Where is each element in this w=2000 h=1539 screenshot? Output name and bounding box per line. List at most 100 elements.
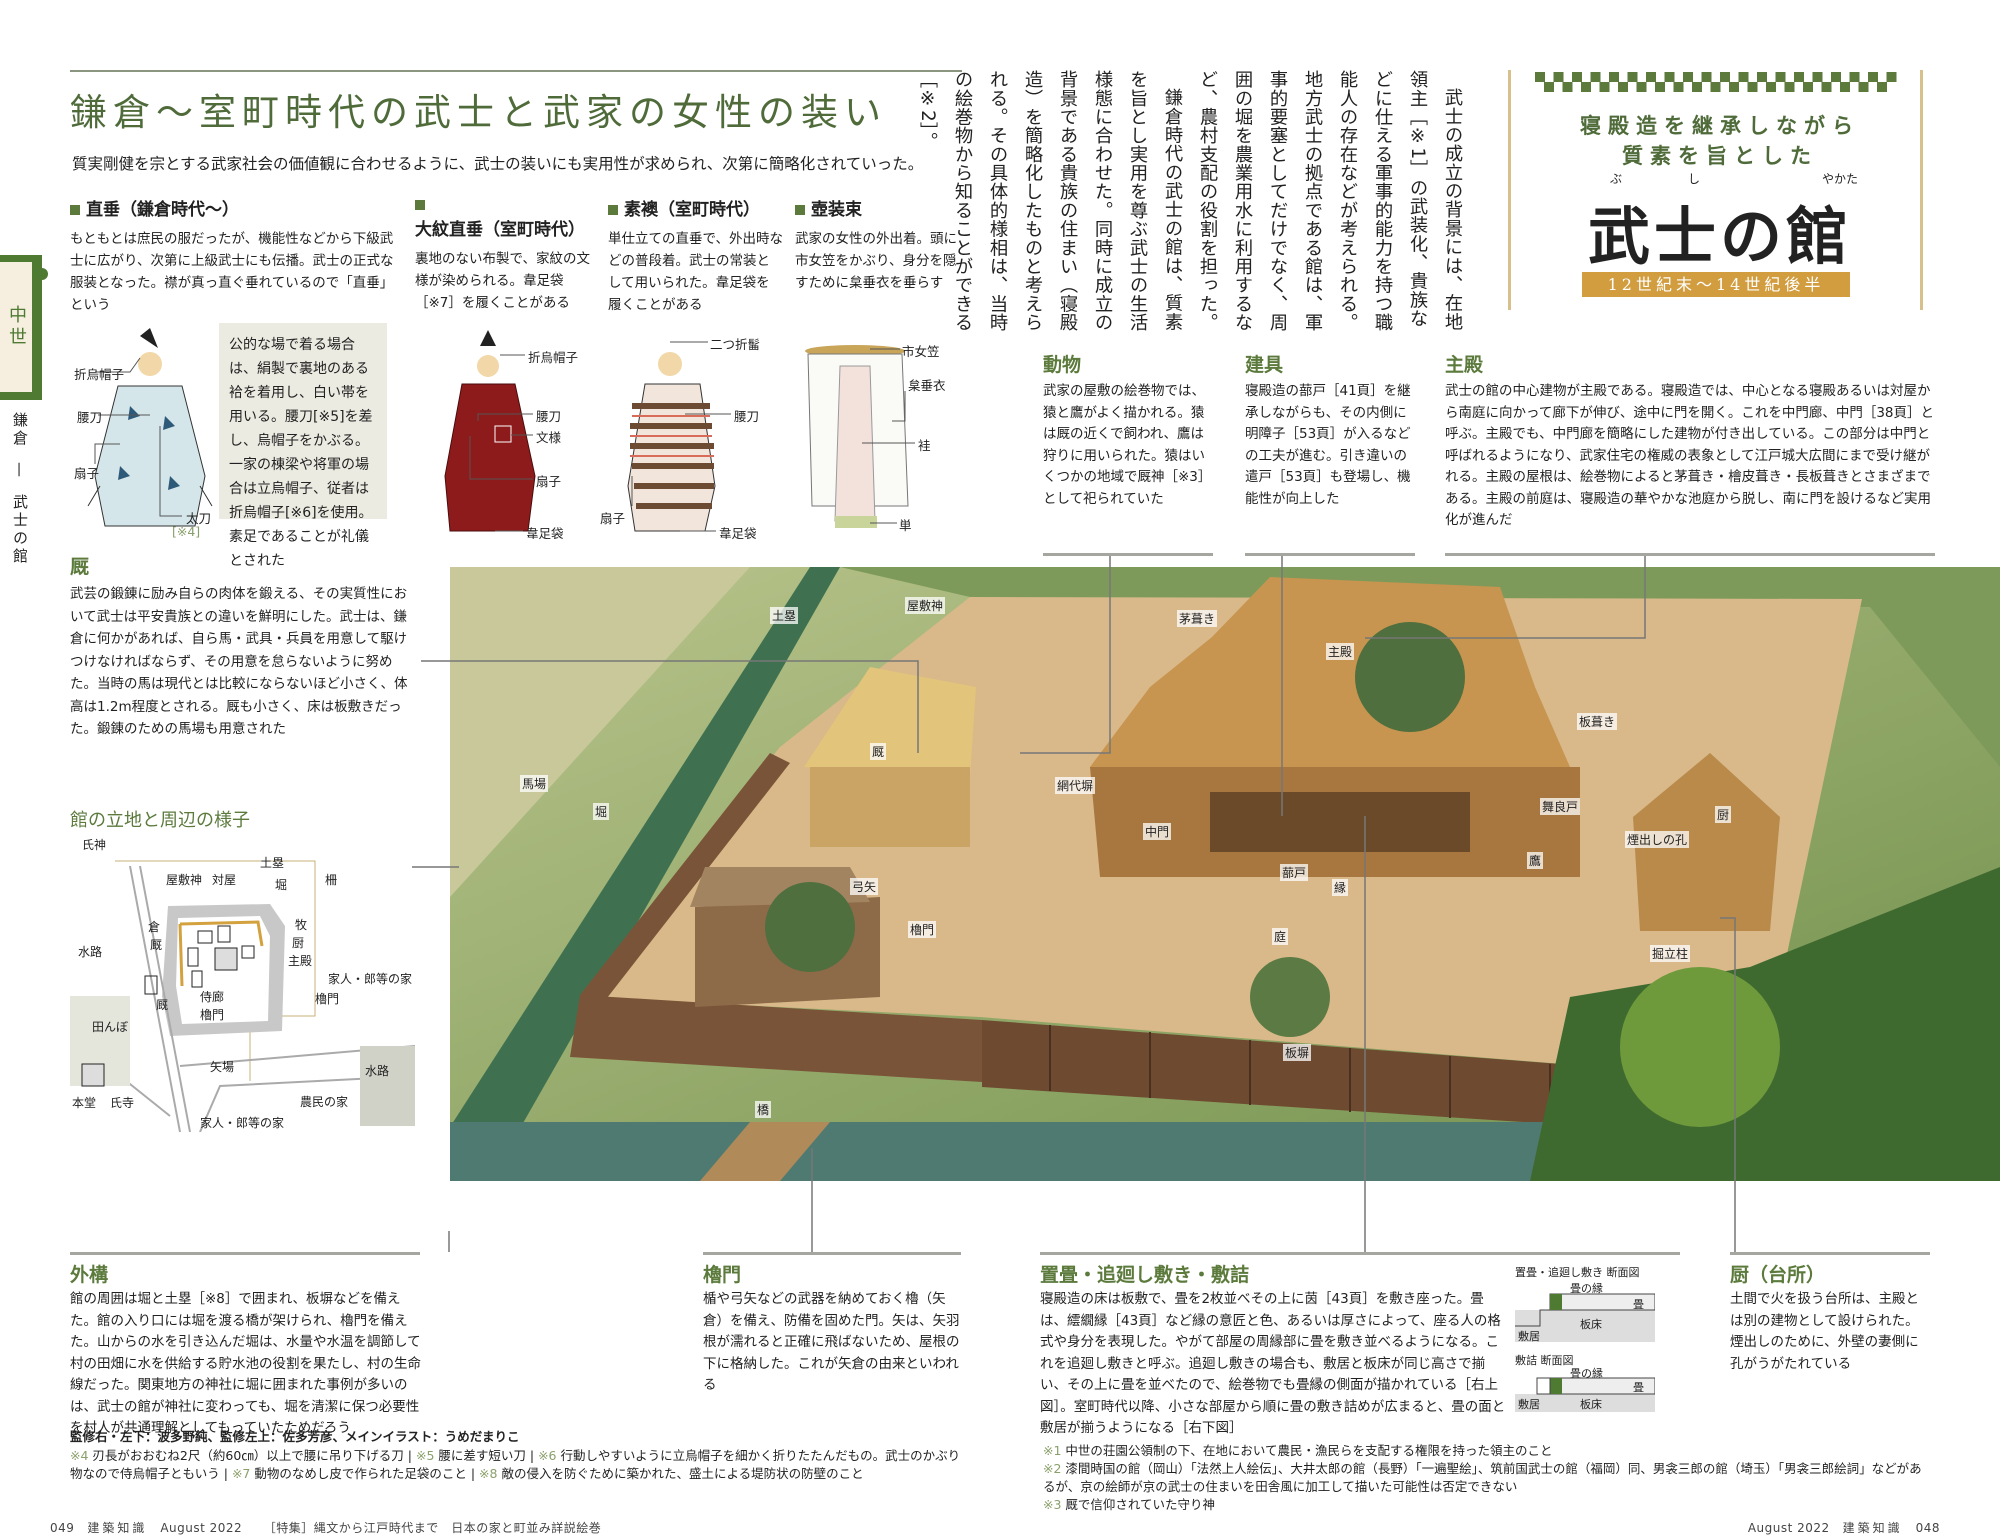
checker-square <box>1636 82 1647 92</box>
divider <box>1040 1252 1680 1255</box>
checker-square <box>1831 72 1841 82</box>
map-label-umaya: 厩 <box>150 938 163 952</box>
page-number: 048 <box>1915 1521 1940 1535</box>
note-fittings: 建具 寝殿造の蔀戸［41頁］を継承しながらも、その内側に明障子［53頁］が入るな… <box>1245 350 1415 510</box>
label-sensu: 扇子 <box>74 466 100 481</box>
footnote-text: 漆間時国の館（岡山）「法然上人絵伝」、大井太郎の館（長野）「一遍聖絵」、筑前国武… <box>1043 1461 1922 1494</box>
checker-square <box>1794 72 1804 82</box>
label-tatami-edge: 畳の縁 <box>1570 1367 1603 1380</box>
map-label-kenin-2: 家人・郎等の家 <box>200 1116 285 1130</box>
costume-suo: 素襖（室町時代） 単仕立ての直垂で、外出時などの普段着。武士の常装として用いられ… <box>608 195 783 316</box>
costume-desc: 単仕立ての直垂で、外出時などの普段着。武士の常装として用いられた。韋足袋を履くこ… <box>608 231 783 313</box>
map-title: 館の立地と周辺の様子 <box>70 810 250 831</box>
map-label-umaya-2: 厩 <box>156 998 169 1012</box>
note-heading: 外構 <box>70 1264 109 1286</box>
diagram-title: 置畳・追廻し敷き 断面図 <box>1515 1266 1640 1279</box>
label-yumiya: 弓矢 <box>850 878 879 895</box>
label-yaguramon: 櫓門 <box>908 921 937 938</box>
cross-section-drawing <box>1515 1293 1655 1342</box>
figure-tsubo <box>805 345 915 528</box>
hero-title: 武士の館 <box>1587 200 1852 273</box>
map-label-kuriya: 厨 <box>292 936 305 950</box>
main-illustration: 土塁 屋敷神 茅葺き 主殿 板葺き 厩 馬場 堀 網代塀 中門 舞良戸 厨 煙出… <box>450 567 2000 1181</box>
checker-square <box>1618 82 1628 92</box>
map-label-ujidera: 氏寺 <box>110 1096 135 1110</box>
note-text: 楯や弓矢などの武器を納めておく櫓（矢倉）を備え、防備を固めた門。矢は、矢羽根が濡… <box>703 1291 960 1393</box>
label-yashikigami: 屋敷神 <box>905 597 946 614</box>
bullet-square-icon <box>795 205 805 215</box>
note-heading: 動物 <box>1043 354 1082 376</box>
footnote-text: 厩で信仰されていた守り神 <box>1065 1497 1216 1512</box>
label-sensu: 扇子 <box>600 511 626 526</box>
label-sensu: 扇子 <box>536 474 562 489</box>
checker-square <box>1655 82 1665 92</box>
breadcrumb-chapter: 鎌倉 <box>11 412 29 448</box>
label-itabei: 板塀 <box>1283 1044 1312 1061</box>
checker-square <box>1599 82 1610 92</box>
checker-square <box>1710 82 1721 92</box>
checker-square <box>1683 72 1693 82</box>
cross-section-drawing <box>1515 1377 1655 1412</box>
checker-square <box>1784 82 1795 92</box>
label-koshigatana: 腰刀 <box>734 409 760 424</box>
label-niwa: 庭 <box>1272 928 1289 945</box>
footnote-mark: ※2 <box>1043 1461 1062 1476</box>
label-mushi-no-tareginu: 枲垂衣 <box>908 378 946 393</box>
costume-daimon: 大紋直垂（室町時代） 裏地のない布製で、家紋の文様が染められる。韋足袋［※7］を… <box>415 195 595 314</box>
note-kuriya: 厨（台所） 土間で火を扱う台所は、主殿とは別の建物として設けられた。煙出しのため… <box>1730 1260 1930 1375</box>
map-label-hondo: 本堂 <box>72 1096 97 1110</box>
heading-text: 素襖（室町時代） <box>624 200 760 220</box>
diagram-title: 敷詰 断面図 <box>1515 1354 1574 1367</box>
breadcrumb-topic: 武士の館 <box>11 493 29 566</box>
footnote: ※1 中世の荘園公領制の下、在地において農民・漁民らを支配する権限を持った領主の… <box>1043 1442 1933 1460</box>
note-text: 館の周囲は堀と土塁［※8］で囲まれ、板塀などを備えた。館の入り口には堀を渡る橋が… <box>70 1291 421 1436</box>
note-heading: 厨（台所） <box>1730 1264 1826 1286</box>
footnote-mark: ※3 <box>1043 1497 1062 1512</box>
chapter-tab-label: 中世 <box>0 262 32 392</box>
section-title: 鎌倉～室町時代の武士と武家の女性の装い <box>70 91 887 134</box>
label-kuriya: 厨 <box>1715 806 1732 823</box>
footnote-mark: ※4 <box>70 1448 89 1463</box>
checker-square <box>1868 72 1878 82</box>
label-kawatabi: 韋足袋 <box>719 526 757 541</box>
map-label-maki: 牧 <box>295 918 308 932</box>
costume-figures <box>87 328 915 532</box>
footnote-text: 敵の侵入を防ぐために築かれた、盛土による堤防状の防壁のこと <box>501 1466 864 1481</box>
magazine-logo: 建築知識 <box>87 1521 148 1535</box>
map-label-suiro-2: 水路 <box>365 1064 390 1078</box>
label-itadoko: 板床 <box>1580 1318 1602 1331</box>
note-text: 武家の屋敷の絵巻物では、猿と鷹がよく描かれる。猿は厩の近くで飼われ、鷹は狩りに用… <box>1043 383 1212 507</box>
footnote-text: 行動しやすいように立烏帽子を細かく折りたたんだもの。武士のかぶり物なので侍烏帽子… <box>70 1448 961 1481</box>
bullet-square-icon <box>70 205 80 215</box>
figure-hitatare <box>87 328 213 527</box>
costume-tsubo: 壺装束 武家の女性の外出着。頭に市女笠をかぶり、身分を隠すために枲垂衣を垂らす <box>795 195 965 294</box>
note-heading: 主殿 <box>1445 354 1484 376</box>
checker-square <box>1544 82 1554 92</box>
checker-square <box>1664 72 1675 82</box>
footnote-mark: ※1 <box>1043 1443 1062 1458</box>
note-yaguramon: 櫓門 楯や弓矢などの武器を納めておく櫓（矢倉）を備え、防備を固めた門。矢は、矢羽… <box>703 1260 961 1397</box>
map-label-shuden: 主殿 <box>288 954 313 968</box>
divider <box>70 1252 420 1255</box>
costume-desc: 武家の女性の外出着。頭に市女笠をかぶり、身分を隠すために枲垂衣を垂らす <box>795 231 957 291</box>
hitatare-note-box: 公的な場で着る場合は、絹製で裏地のある袷を着用し、白い帯を用いる。腰刀[※5]を… <box>219 323 387 569</box>
footnote-text: 動物のなめし皮で作られた足袋のこと <box>254 1466 467 1481</box>
label-koshigatana: 腰刀 <box>77 410 103 425</box>
label-dorui: 土塁 <box>770 607 799 624</box>
checker-square <box>1877 82 1887 92</box>
label-taka: 鷹 <box>1527 852 1544 869</box>
label-hottatebashira: 掘立柱 <box>1650 945 1691 962</box>
note-tatami: 置畳・追廻し敷き・敷詰 寝殿造の床は板敷で、畳を2枚並べその上に茵［43頁］を敷… <box>1040 1260 1510 1440</box>
checker-square <box>1849 72 1860 82</box>
intro-paragraph-1: 武士の成立の背景には、在地領主［※1］の武装化、貴族などに仕える軍事的能力を持つ… <box>1197 70 1463 332</box>
ruby-yakata: やかた <box>1822 172 1859 186</box>
costume-hitatare: 直垂（鎌倉時代～） もともとは庶民の服だったが、機能性などから下級武士に広がり、… <box>70 195 395 316</box>
label-ajirobei: 網代塀 <box>1055 777 1096 794</box>
checker-square <box>1581 82 1591 92</box>
label-en: 縁 <box>1332 879 1349 896</box>
issue-date: August 2022 <box>1747 1521 1830 1535</box>
label-monyo: 文様 <box>536 430 562 445</box>
footnotes-right: ※1 中世の荘園公領制の下、在地において農民・漁民らを支配する権限を持った領主の… <box>1043 1442 1933 1514</box>
figure-suo <box>627 341 731 532</box>
label-chumon: 中門 <box>1143 823 1172 840</box>
